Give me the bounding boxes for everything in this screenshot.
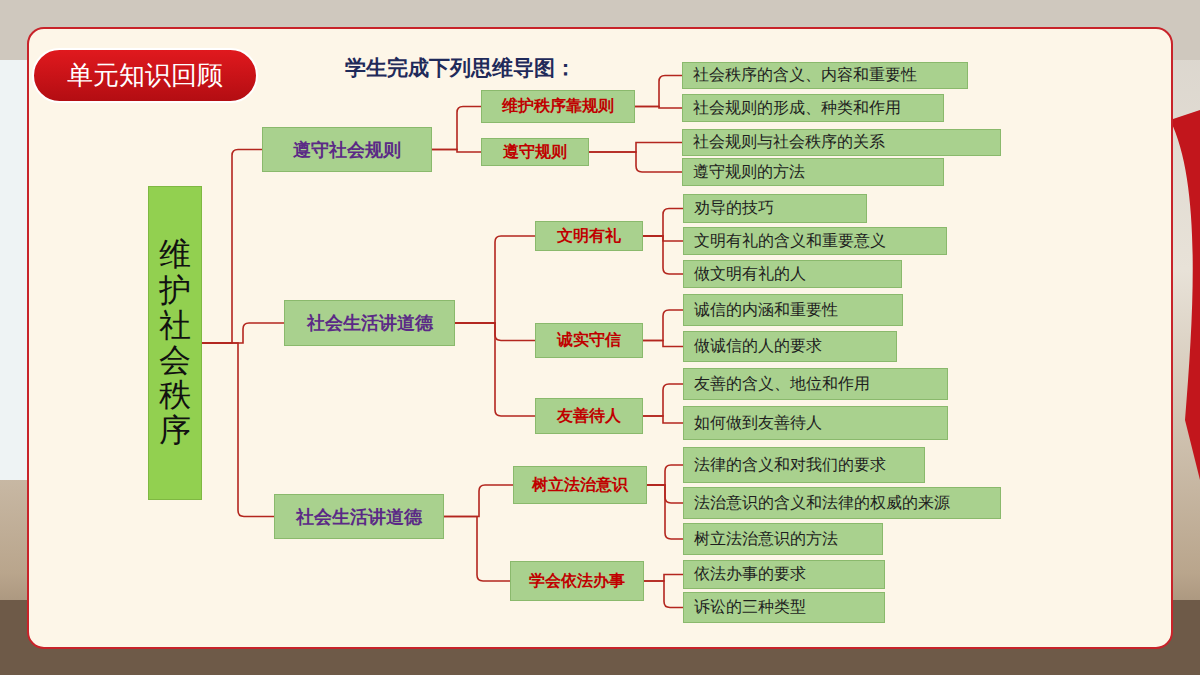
point-box: 树立法治意识的方法: [683, 523, 883, 555]
node-text: 遵守规则: [503, 142, 567, 163]
connector: [589, 152, 682, 172]
connector: [202, 343, 274, 517]
content-panel: [28, 28, 1172, 648]
subtopic-box: 友善待人: [535, 398, 643, 434]
node-text: 诚实守信: [557, 330, 621, 351]
connector: [455, 323, 535, 341]
red-drape: [1170, 110, 1200, 480]
point-box: 做诚信的人的要求: [683, 331, 897, 362]
point-box: 如何做到友善待人: [683, 406, 948, 440]
connector: [643, 416, 683, 423]
node-text: 做文明有礼的人: [694, 264, 806, 285]
point-box: 社会秩序的含义、内容和重要性: [682, 62, 968, 89]
connector: [647, 465, 683, 485]
connector: [432, 107, 481, 150]
point-box: 社会规则与社会秩序的关系: [682, 129, 1001, 156]
subtopic-box: 树立法治意识: [513, 466, 647, 504]
node-text: 遵守规则的方法: [693, 162, 805, 183]
subtopic-box: 维护秩序靠规则: [481, 90, 635, 123]
node-text: 维护秩序靠规则: [502, 96, 614, 117]
node-text: 社会秩序的含义、内容和重要性: [693, 65, 917, 86]
node-text: 劝导的技巧: [694, 198, 774, 219]
node-text: 诚信的内涵和重要性: [694, 300, 838, 321]
connector: [644, 575, 683, 582]
point-box: 诚信的内涵和重要性: [683, 294, 903, 326]
connector: [643, 209, 683, 237]
connector: [589, 143, 682, 153]
topic-box: 遵守社会规则: [262, 127, 432, 172]
node-text: 树立法治意识: [532, 475, 628, 496]
node-text: 友善的含义、地位和作用: [694, 374, 870, 395]
node-text: 社会生活讲道德: [296, 505, 422, 529]
point-box: 做文明有礼的人: [683, 260, 902, 288]
node-text: 社会生活讲道德: [307, 311, 433, 335]
connector: [643, 236, 683, 274]
connector: [644, 581, 683, 608]
connector: [643, 384, 683, 416]
connector: [455, 236, 535, 323]
subtopic-box: 遵守规则: [481, 138, 589, 166]
root-box: 维护社会秩序: [148, 186, 202, 500]
point-box: 友善的含义、地位和作用: [683, 368, 948, 400]
connector: [202, 150, 262, 344]
connector: [643, 341, 683, 347]
subtopic-box: 文明有礼: [535, 221, 643, 251]
connector: [647, 485, 683, 503]
node-text: 维护社会秩序: [159, 237, 191, 448]
point-box: 遵守规则的方法: [682, 158, 944, 186]
section-badge: 单元知识回顾: [32, 48, 258, 103]
point-box: 劝导的技巧: [683, 194, 867, 223]
node-text: 文明有礼的含义和重要意义: [694, 231, 886, 252]
node-text: 遵守社会规则: [293, 138, 401, 162]
topic-box: 社会生活讲道德: [284, 300, 455, 346]
node-text: 社会规则与社会秩序的关系: [693, 132, 885, 153]
node-text: 依法办事的要求: [694, 564, 806, 585]
node-text: 社会规则的形成、种类和作用: [693, 98, 901, 119]
topic-box: 社会生活讲道德: [274, 494, 444, 539]
connector: [202, 323, 284, 343]
point-box: 社会规则的形成、种类和作用: [682, 94, 944, 122]
connector: [635, 76, 682, 107]
point-box: 法律的含义和对我们的要求: [683, 447, 925, 483]
point-box: 依法办事的要求: [683, 560, 885, 589]
node-text: 法治意识的含义和法律的权威的来源: [694, 493, 950, 514]
node-text: 文明有礼: [557, 226, 621, 247]
connector: [432, 150, 481, 153]
node-text: 做诚信的人的要求: [694, 336, 822, 357]
node-text: 树立法治意识的方法: [694, 529, 838, 550]
node-text: 友善待人: [557, 406, 621, 427]
heading: 学生完成下列思维导图：: [345, 54, 576, 82]
node-text: 法律的含义和对我们的要求: [694, 455, 886, 476]
connector: [444, 517, 510, 582]
point-box: 法治意识的含义和法律的权威的来源: [683, 487, 1001, 519]
connector: [444, 485, 513, 517]
subtopic-box: 诚实守信: [535, 323, 643, 358]
node-text: 诉讼的三种类型: [694, 597, 806, 618]
point-box: 文明有礼的含义和重要意义: [683, 227, 947, 255]
node-text: 如何做到友善待人: [694, 413, 822, 434]
connector: [643, 236, 683, 241]
subtopic-box: 学会依法办事: [510, 561, 644, 601]
node-text: 单元知识回顾: [67, 58, 223, 93]
connector: [635, 107, 682, 109]
connector: [647, 485, 683, 539]
connector: [455, 323, 535, 416]
point-box: 诉讼的三种类型: [683, 592, 885, 623]
connector: [643, 310, 683, 341]
node-text: 学会依法办事: [529, 571, 625, 592]
